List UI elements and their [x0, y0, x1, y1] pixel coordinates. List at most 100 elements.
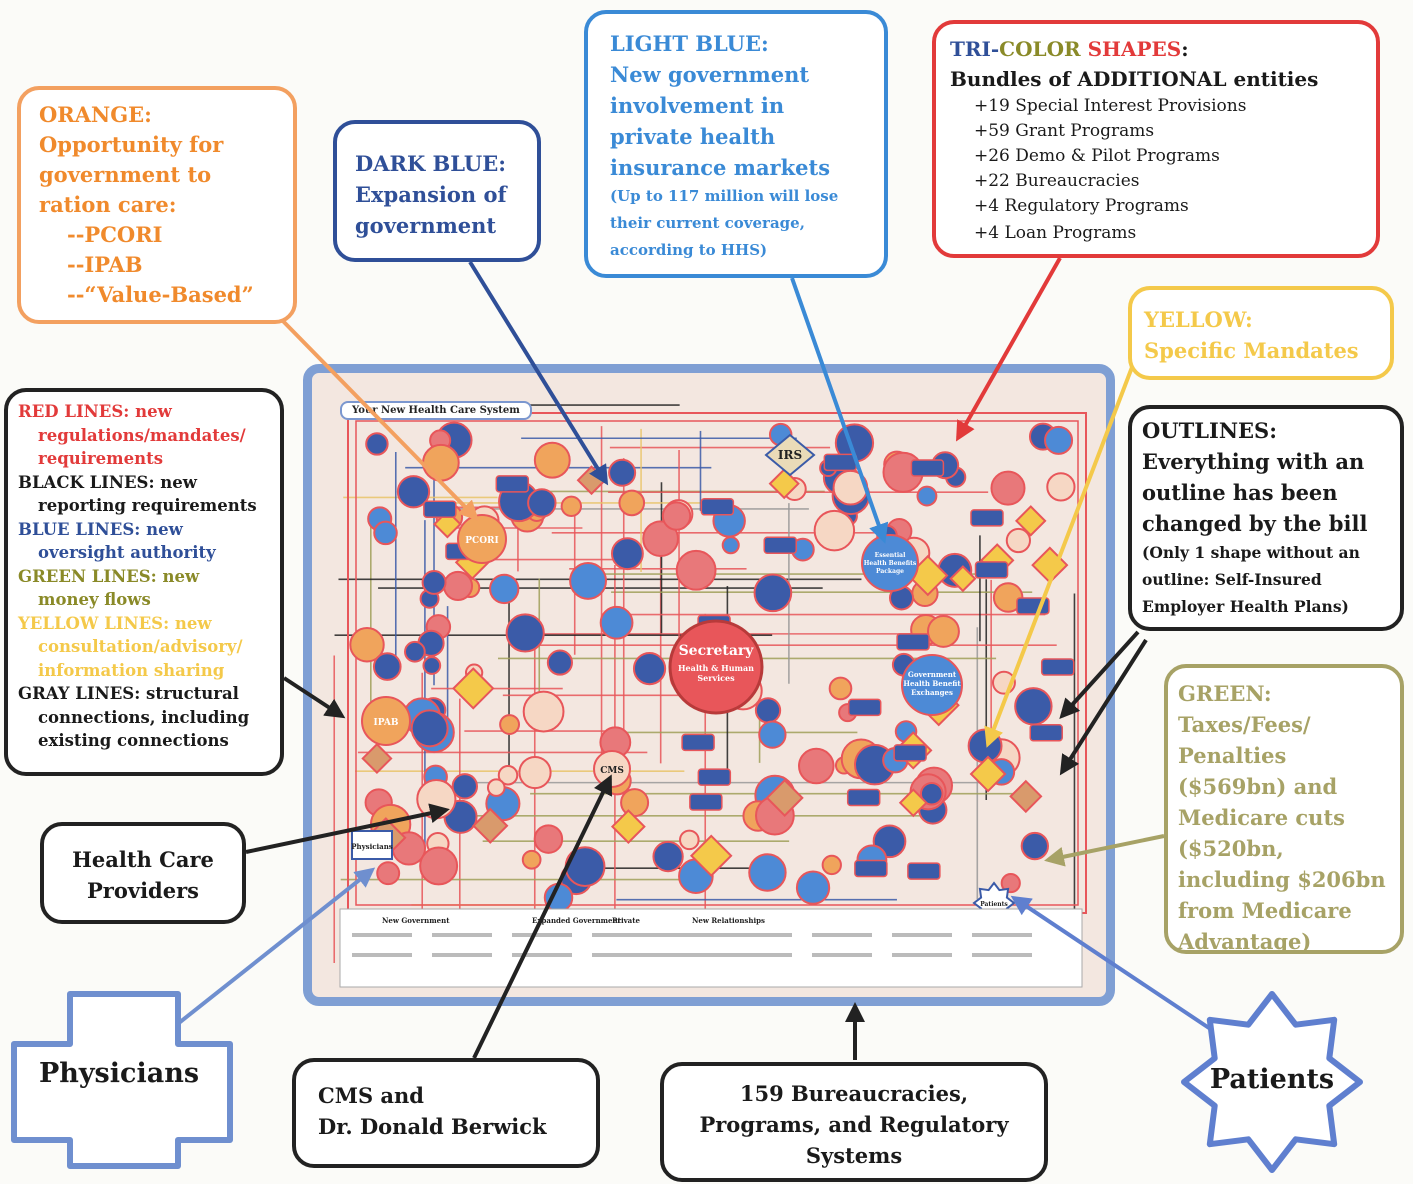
- black-lines-label: reporting requirements: [38, 496, 257, 515]
- physicians-cross-icon: [11, 991, 233, 1169]
- network-node: [422, 656, 442, 675]
- chart-legend-text-line: [972, 933, 1032, 937]
- network-diamond: [898, 788, 928, 818]
- network-node: [404, 640, 426, 663]
- network-node: [373, 520, 398, 546]
- exchanges-node: [901, 654, 963, 716]
- network-node: [926, 614, 960, 648]
- light-blue-line: private health: [610, 124, 776, 149]
- outlines-note: outline: Self-Insured: [1142, 570, 1322, 589]
- network-node: [1020, 831, 1049, 861]
- chart-legend-header: New Relationships: [692, 916, 765, 925]
- network-node: [758, 720, 787, 749]
- tri-color-item: +26 Demo & Pilot Programs: [974, 146, 1220, 166]
- chart-legend-text-line: [812, 953, 872, 957]
- network-node: [608, 458, 637, 487]
- light-blue-arrow: [790, 277, 889, 544]
- chart-legend-text-line: [512, 953, 572, 957]
- bureaucracies-line: Programs, and Regulatory: [699, 1112, 1009, 1137]
- benefits-label: Package: [876, 568, 904, 575]
- chart-legend-text-line: [432, 933, 492, 937]
- network-node: [618, 489, 646, 517]
- network-node: [505, 613, 545, 653]
- line-types-legend-box: RED LINES: new regulations/mandates/ req…: [4, 388, 284, 776]
- network-node: [1046, 472, 1076, 502]
- bureaucracies-box: 159 Bureaucracies, Programs, and Regulat…: [660, 1062, 1048, 1182]
- green-line: ($520bn,: [1178, 836, 1284, 861]
- dark-blue-legend-box: DARK BLUE: Expansion of government: [333, 120, 541, 262]
- network-node: [599, 605, 634, 640]
- physicians-label: Physicians: [38, 1058, 200, 1089]
- dark-blue-arrow: [468, 260, 609, 486]
- irs-label: IRS: [778, 448, 802, 462]
- chart-legend-panel: [339, 908, 1083, 988]
- green-line: from Medicare: [1178, 898, 1352, 923]
- secretary-sublabel: Services: [697, 673, 735, 683]
- outlines-legend-box: OUTLINES: Everything with an outline has…: [1128, 405, 1404, 631]
- network-box: [846, 788, 881, 807]
- green-line: Taxes/Fees/: [1178, 712, 1311, 737]
- network-diamond: [361, 742, 393, 775]
- chart-legend-text-line: [732, 953, 792, 957]
- green-line: including $206bn: [1178, 867, 1386, 892]
- chart-legend-text-line: [592, 933, 652, 937]
- light-blue-note: (Up to 117 million will lose: [610, 187, 839, 205]
- yellow-lines-label: YELLOW LINES: new: [18, 613, 212, 633]
- exchanges-label: Government: [908, 670, 957, 679]
- benefits-node: [861, 534, 919, 592]
- orange-line: Opportunity for: [39, 132, 224, 157]
- network-diamond: [949, 565, 977, 593]
- secretary-node: [668, 619, 764, 715]
- network-node: [990, 470, 1026, 506]
- tri-color-item: +4 Loan Programs: [974, 223, 1137, 243]
- light-blue-note: their current coverage,: [610, 214, 805, 232]
- outlines-note: Employer Health Plans): [1142, 597, 1349, 616]
- network-node: [652, 840, 684, 873]
- network-node: [642, 520, 679, 558]
- network-diamond: [765, 778, 804, 817]
- network-diamond: [1014, 505, 1047, 537]
- chart-legend-text-line: [352, 933, 412, 937]
- outlines-line: outline has been: [1142, 480, 1338, 505]
- orange-line-value-based: --“Value-Based”: [67, 282, 254, 307]
- chart-legend-text-line: [732, 933, 792, 937]
- dark-blue-heading: DARK BLUE:: [355, 151, 506, 176]
- bureaucracies-line: Systems: [805, 1143, 903, 1168]
- network-node: [1005, 527, 1032, 554]
- network-node: [546, 649, 573, 676]
- chart-title: Your New Health Care System: [340, 401, 532, 420]
- outlines-heading: OUTLINES:: [1142, 418, 1277, 443]
- network-node: [521, 849, 542, 870]
- outlines-line: changed by the bill: [1142, 511, 1368, 536]
- network-node: [518, 755, 552, 790]
- chart-legend-header: Expanded Government: [532, 916, 622, 925]
- dark-blue-line: Expansion of: [355, 182, 507, 207]
- network-frame: [355, 420, 1079, 906]
- chart-physicians-node: [351, 830, 393, 860]
- tri-color-arrow: [956, 257, 1062, 442]
- network-box: [910, 459, 945, 477]
- green-legend-box: GREEN: Taxes/Fees/ Penalties ($569bn) an…: [1164, 664, 1404, 954]
- black-lines-label: BLACK LINES: new: [18, 472, 197, 492]
- network-node: [610, 537, 644, 571]
- gray-lines-label: GRAY LINES: structural: [18, 684, 239, 703]
- network-node: [365, 432, 389, 456]
- orange-heading: ORANGE:: [39, 102, 152, 127]
- network-diamond: [768, 468, 800, 500]
- chart-legend-text-line: [652, 933, 712, 937]
- benefits-label: Essential: [875, 552, 906, 559]
- tri-color-heading: TRI-COLOR SHAPES:: [950, 37, 1189, 61]
- network-node: [828, 676, 853, 701]
- light-blue-legend-box: LIGHT BLUE: New government involvement i…: [584, 10, 888, 278]
- network-box: [681, 733, 715, 752]
- orange-line-ipab: --IPAB: [67, 252, 143, 277]
- physicians-arrow: [168, 867, 376, 1032]
- lines-legend-arrow: [282, 676, 346, 719]
- chart-legend-text-line: [592, 953, 652, 957]
- network-box: [495, 475, 530, 493]
- tri-color-legend-box: TRI-COLOR SHAPES: Bundles of ADDITIONAL …: [932, 20, 1380, 258]
- network-node: [919, 781, 944, 806]
- orange-legend-box: ORANGE: Opportunity for government to ra…: [17, 86, 297, 324]
- green-heading: GREEN:: [1178, 681, 1272, 706]
